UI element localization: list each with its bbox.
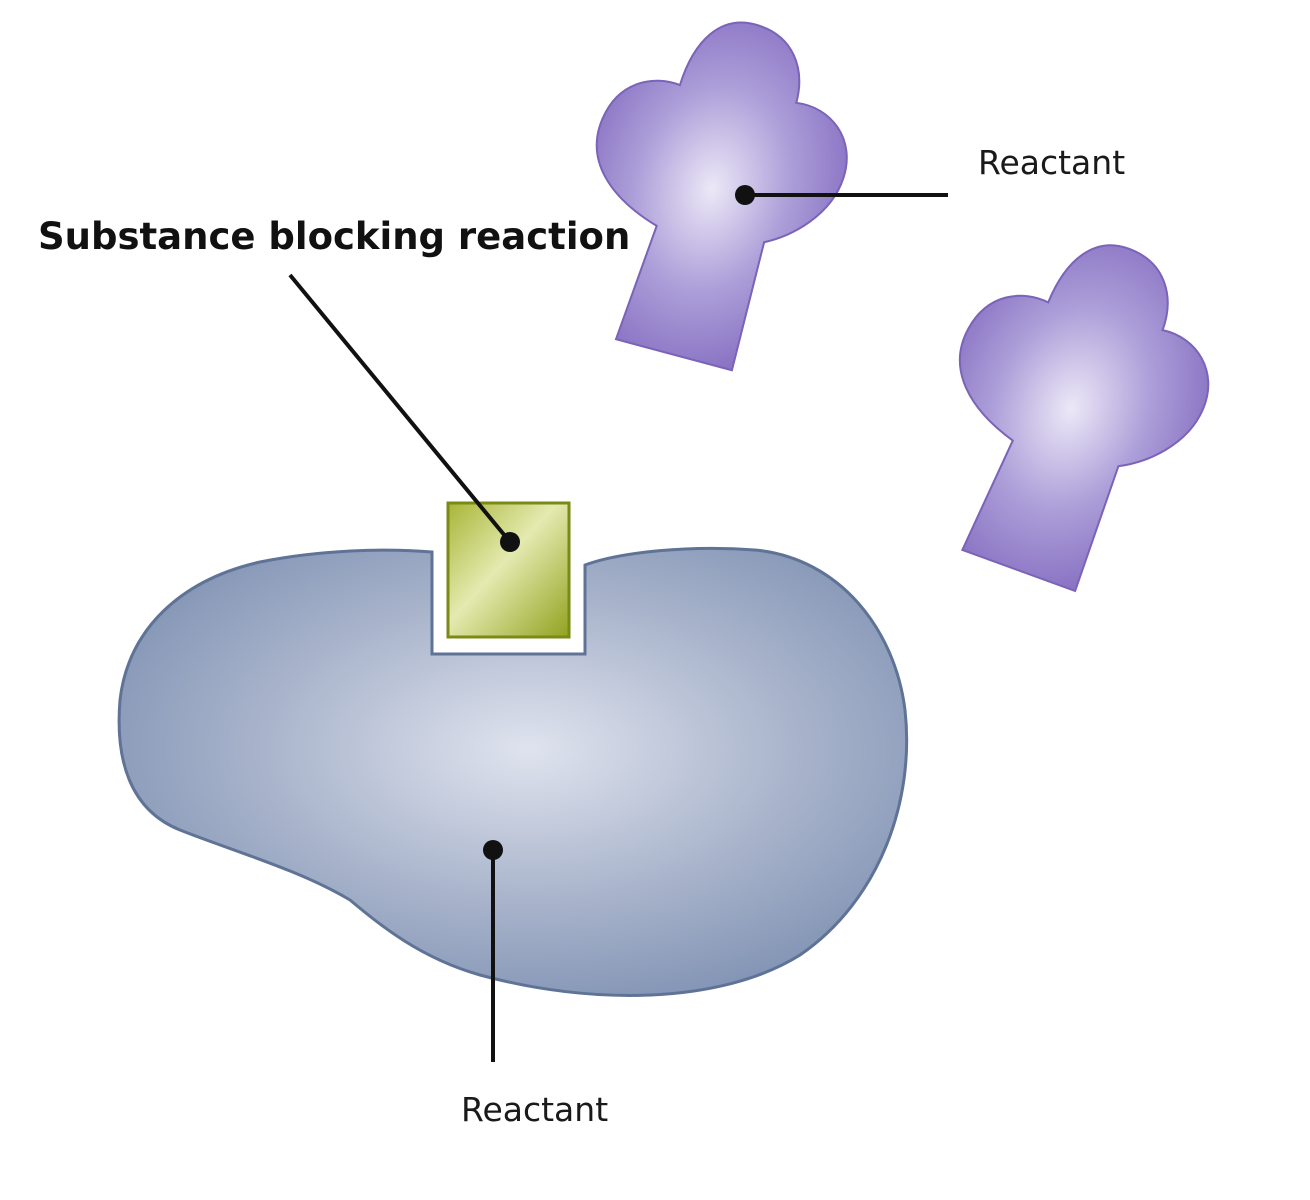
- small-reactant-top-shape: [595, 21, 848, 372]
- reactant-bottom-label: Reactant: [461, 1090, 608, 1129]
- blocking-substance-square: [446, 501, 571, 639]
- blocker-leader-dot: [500, 532, 520, 552]
- small-reactant-right: [959, 244, 1210, 593]
- reactant-top-leader: [735, 185, 948, 205]
- blocker-leader-line: [288, 273, 512, 544]
- reactant-bottom-leader-dot: [483, 840, 503, 860]
- reactant-bottom-leader: [483, 840, 503, 1062]
- small-reactant-right-shape: [959, 244, 1210, 593]
- blocking-substance: [446, 501, 571, 639]
- small-reactant-top: [595, 21, 848, 372]
- large-reactant: [117, 546, 909, 997]
- reactant-top-leader-dot: [735, 185, 755, 205]
- blocker-leader: [288, 273, 520, 552]
- large-reactant-shape: [117, 546, 909, 997]
- blocker-label: Substance blocking reaction: [38, 215, 630, 258]
- reactant-top-right-label: Reactant: [978, 143, 1125, 182]
